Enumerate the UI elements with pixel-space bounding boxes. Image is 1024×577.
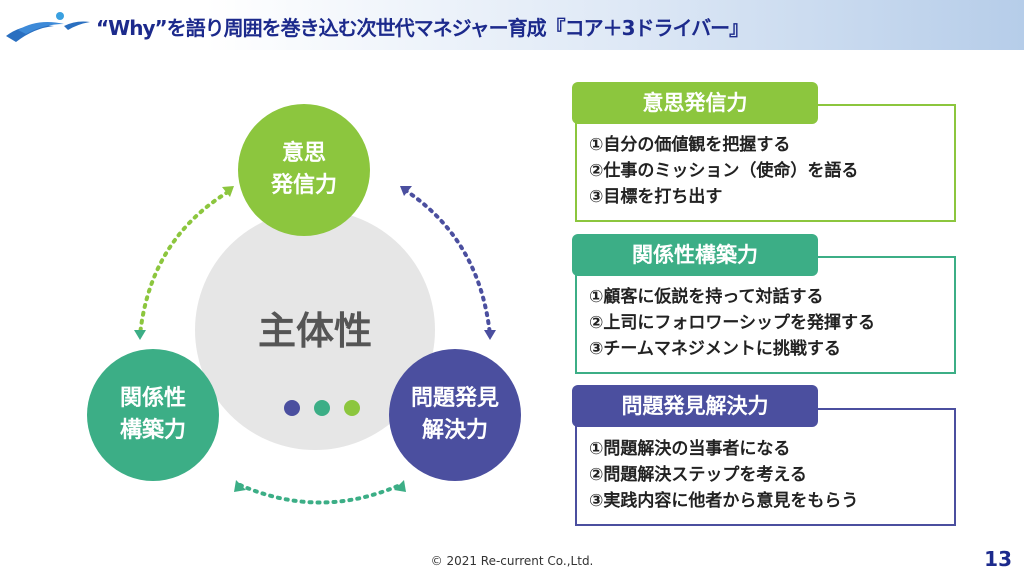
arrow-right — [403, 188, 492, 337]
dot-navy — [284, 400, 300, 416]
panel-problem-solving: ①問題解決の当事者になる ②問題解決ステップを考える ③実践内容に他者から意見を… — [575, 408, 956, 526]
label-line: 発信力 — [270, 173, 337, 198]
panel-item: ①顧客に仮説を持って対話する — [589, 287, 824, 307]
dot-green — [344, 400, 360, 416]
circle-communication — [238, 104, 370, 236]
dot-teal — [314, 400, 330, 416]
page-number: 13 — [984, 547, 1012, 571]
circle-label-communication: 意思 発信力 — [244, 138, 364, 202]
arrow-left — [138, 190, 230, 337]
label-line: 解決力 — [421, 418, 488, 443]
panel-title-problem-solving: 問題発見解決力 — [572, 385, 818, 427]
panel-item: ③チームマネジメントに挑戦する — [589, 339, 841, 359]
panel-item: ③目標を打ち出す — [589, 187, 723, 207]
panel-item: ①自分の価値観を把握する — [589, 135, 791, 155]
panel-item: ②問題解決ステップを考える — [589, 465, 807, 485]
panel-item: ②上司にフォロワーシップを発揮する — [589, 313, 876, 333]
label-line: 関係性 — [119, 386, 186, 411]
circle-label-problem-solving: 問題発見 解決力 — [395, 383, 515, 447]
panel-item: ③実践内容に他者から意見をもらう — [589, 491, 859, 511]
core-circle — [195, 210, 435, 450]
slide-title: “Why”を語り周囲を巻き込む次世代マネジャー育成『コア＋3ドライバー』 — [96, 16, 749, 40]
arrow-bottom — [238, 483, 402, 505]
circle-label-relationship: 関係性 構築力 — [93, 383, 213, 447]
copyright: © 2021 Re-current Co.,Ltd. — [430, 554, 594, 568]
label-line: 構築力 — [119, 418, 186, 443]
panel-item: ①問題解決の当事者になる — [589, 439, 791, 459]
panel-item: ②仕事のミッション（使命）を語る — [589, 161, 859, 181]
slide-header: “Why”を語り周囲を巻き込む次世代マネジャー育成『コア＋3ドライバー』 — [0, 0, 1024, 50]
company-logo-icon — [6, 12, 90, 42]
circle-problem-solving — [389, 349, 521, 481]
core-label: 主体性 — [257, 309, 372, 353]
label-line: 問題発見 — [410, 386, 499, 411]
circle-relationship — [87, 349, 219, 481]
panel-title-relationship: 関係性構築力 — [572, 234, 818, 276]
panel-title-communication: 意思発信力 — [572, 82, 818, 124]
label-line: 意思 — [281, 141, 326, 166]
